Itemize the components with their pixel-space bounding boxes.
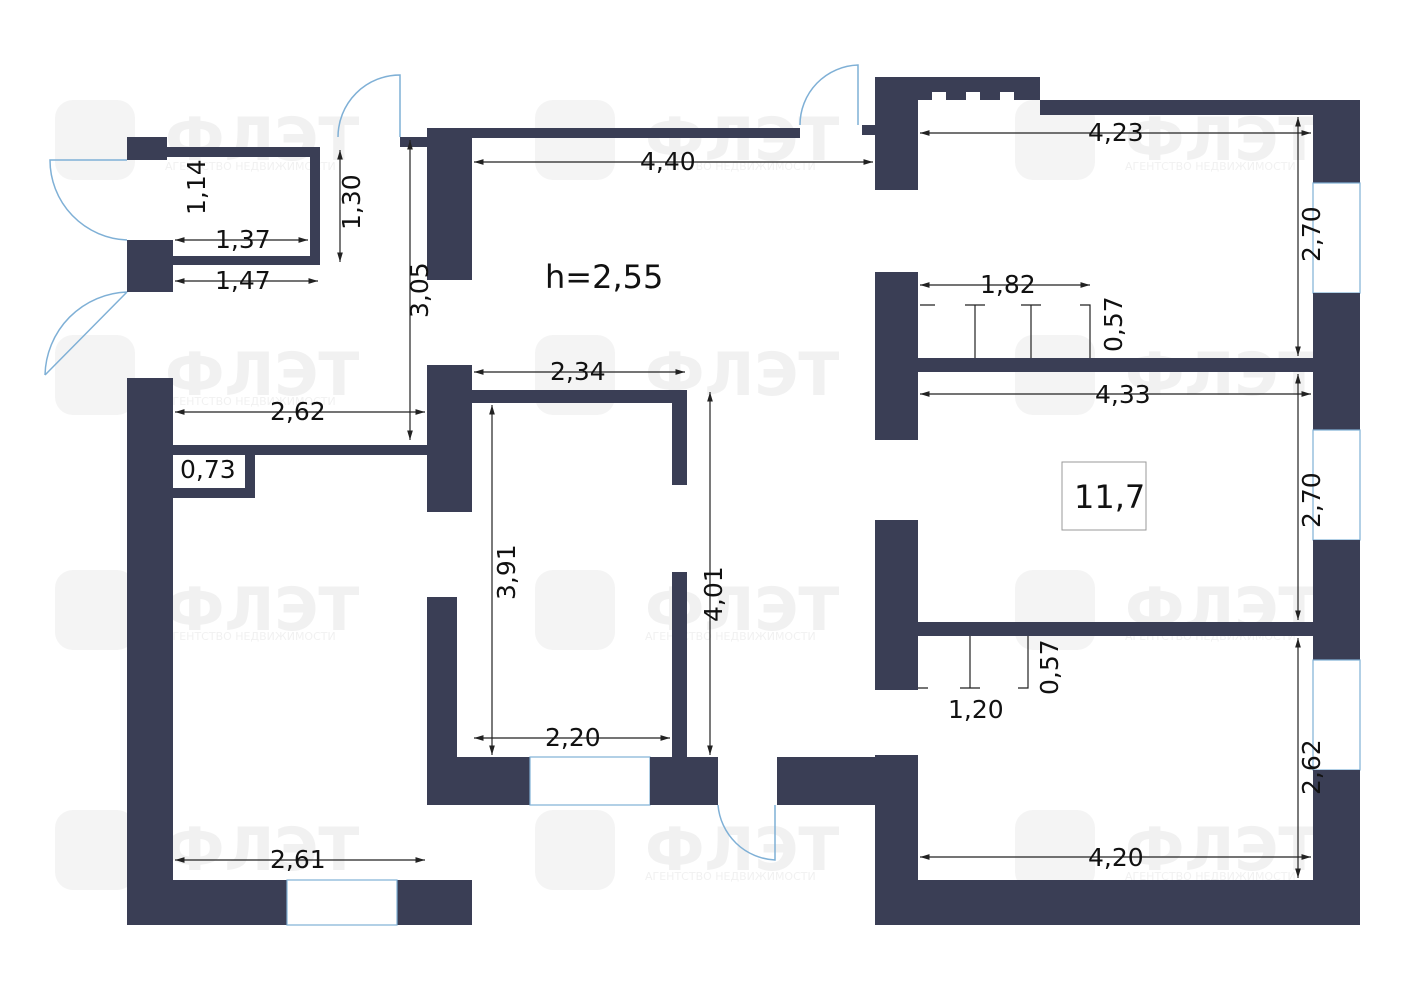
dim-4-01: 4,01 — [699, 566, 728, 622]
svg-text:ФЛЭТ: ФЛЭТ — [165, 575, 359, 645]
dim-2-62-right: 2,62 — [1297, 739, 1326, 795]
dim-1-14: 1,14 — [182, 159, 211, 215]
dimension-lines — [175, 117, 1311, 878]
walls — [127, 77, 1361, 926]
svg-text:ФЛЭТ: ФЛЭТ — [1125, 105, 1319, 175]
svg-text:11,7: 11,7 — [1074, 478, 1145, 516]
svg-text:АГЕНТСТВО НЕДВИЖИМОСТИ: АГЕНТСТВО НЕДВИЖИМОСТИ — [1125, 160, 1296, 173]
svg-text:ФЛЭТ: ФЛЭТ — [1125, 815, 1319, 885]
svg-text:ФЛЭТ: ФЛЭТ — [165, 105, 359, 175]
doors — [44, 64, 859, 861]
dim-4-23: 4,23 — [1088, 118, 1144, 147]
dim-2-70-top: 2,70 — [1297, 206, 1326, 262]
dim-2-61: 2,61 — [270, 845, 326, 874]
dim-2-62-left: 2,62 — [270, 397, 326, 426]
area-badge: 11,7 — [1061, 461, 1147, 531]
dim-2-70-middle: 2,70 — [1297, 472, 1326, 528]
dim-2-20: 2,20 — [545, 723, 601, 752]
svg-text:АГЕНТСТВО НЕДВИЖИМОСТИ: АГЕНТСТВО НЕДВИЖИМОСТИ — [1125, 870, 1296, 883]
dim-1-30: 1,30 — [337, 174, 366, 230]
dim-4-33: 4,33 — [1095, 380, 1151, 409]
dim-1-37: 1,37 — [215, 225, 271, 254]
svg-text:ФЛЭТ: ФЛЭТ — [165, 340, 359, 410]
svg-text:АГЕНТСТВО НЕДВИЖИМОСТИ: АГЕНТСТВО НЕДВИЖИМОСТИ — [165, 630, 336, 643]
dim-3-91: 3,91 — [492, 544, 521, 600]
dim-4-20: 4,20 — [1088, 843, 1144, 872]
dim-0-57-bottom: 0,57 — [1035, 639, 1064, 695]
dim-3-05: 3,05 — [405, 262, 434, 318]
dim-4-40: 4,40 — [640, 147, 696, 176]
svg-text:АГЕНТСТВО НЕДВИЖИМОСТИ: АГЕНТСТВО НЕДВИЖИМОСТИ — [645, 630, 816, 643]
dim-1-47: 1,47 — [215, 266, 271, 295]
svg-text:АГЕНТСТВО НЕДВИЖИМОСТИ: АГЕНТСТВО НЕДВИЖИМОСТИ — [165, 160, 336, 173]
svg-text:АГЕНТСТВО НЕДВИЖИМОСТИ: АГЕНТСТВО НЕДВИЖИМОСТИ — [165, 395, 336, 408]
svg-text:ФЛЭТ: ФЛЭТ — [645, 815, 839, 885]
ceiling-height: h=2,55 — [545, 258, 663, 296]
dimension-labels: 1,14 1,37 1,30 1,47 4,40 3,05 h=2,55 2,6… — [180, 118, 1326, 874]
svg-text:ФЛЭТ: ФЛЭТ — [165, 815, 359, 885]
dim-0-57-top: 0,57 — [1099, 296, 1128, 352]
dim-0-73: 0,73 — [180, 455, 236, 484]
svg-text:АГЕНТСТВО НЕДВИЖИМОСТИ: АГЕНТСТВО НЕДВИЖИМОСТИ — [645, 870, 816, 883]
dim-1-20: 1,20 — [948, 695, 1004, 724]
svg-text:ФЛЭТ: ФЛЭТ — [1125, 340, 1319, 410]
dim-2-34: 2,34 — [550, 357, 606, 386]
dim-1-82: 1,82 — [980, 270, 1036, 299]
